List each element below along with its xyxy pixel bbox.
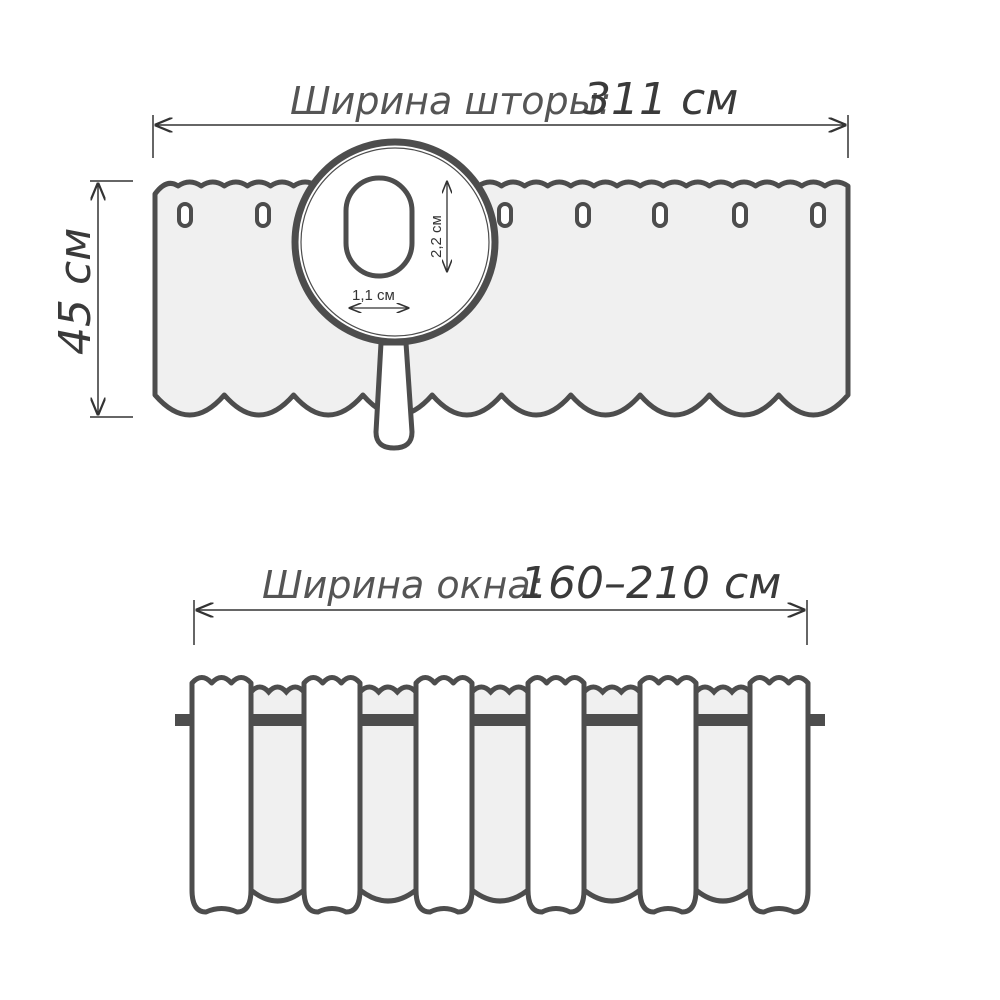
curtain-width-dimension: Ширина шторы: 311 см — [152, 74, 849, 158]
curtain-height-value: 45 см — [50, 228, 101, 355]
curtain-rod — [175, 714, 825, 726]
curtain-fold-back — [693, 684, 753, 904]
curtain-fold-front — [413, 675, 475, 915]
grommet — [810, 202, 826, 228]
magnifier: 2,2 см 1,1 см — [291, 138, 499, 451]
curtain-fold-back — [248, 684, 307, 904]
curtain-width-label: Ширина шторы: — [290, 79, 611, 123]
magnifier-handle — [373, 340, 415, 451]
grommet — [497, 202, 513, 228]
curtain-width-value: 311 см — [583, 74, 738, 125]
window-width-label: Ширина окна: — [262, 563, 544, 607]
window-width-dimension: Ширина окна: 160–210 см — [193, 558, 808, 645]
grommet — [255, 202, 271, 228]
grommet-row — [177, 202, 826, 228]
grommet — [652, 202, 668, 228]
curtain-fold-back — [357, 684, 419, 904]
grommet-zoomed — [343, 175, 415, 279]
curtain-hung-view — [175, 675, 825, 915]
curtain-fold-front — [189, 675, 254, 915]
grommet — [732, 202, 748, 228]
curtain-height-dimension: 45 см — [50, 180, 133, 418]
curtain-fold-back — [581, 684, 643, 904]
grommet-width-label: 1,1 см — [352, 287, 395, 304]
curtain-fold-front — [637, 675, 699, 915]
curtain-fold-front — [525, 675, 587, 915]
grommet — [575, 202, 591, 228]
curtain-fold-back — [469, 684, 531, 904]
window-width-value: 160–210 см — [520, 558, 781, 609]
curtain-fold-front — [747, 675, 811, 915]
grommet-height-label: 2,2 см — [428, 215, 445, 258]
curtain-fold-front — [301, 675, 363, 915]
grommet — [177, 202, 193, 228]
